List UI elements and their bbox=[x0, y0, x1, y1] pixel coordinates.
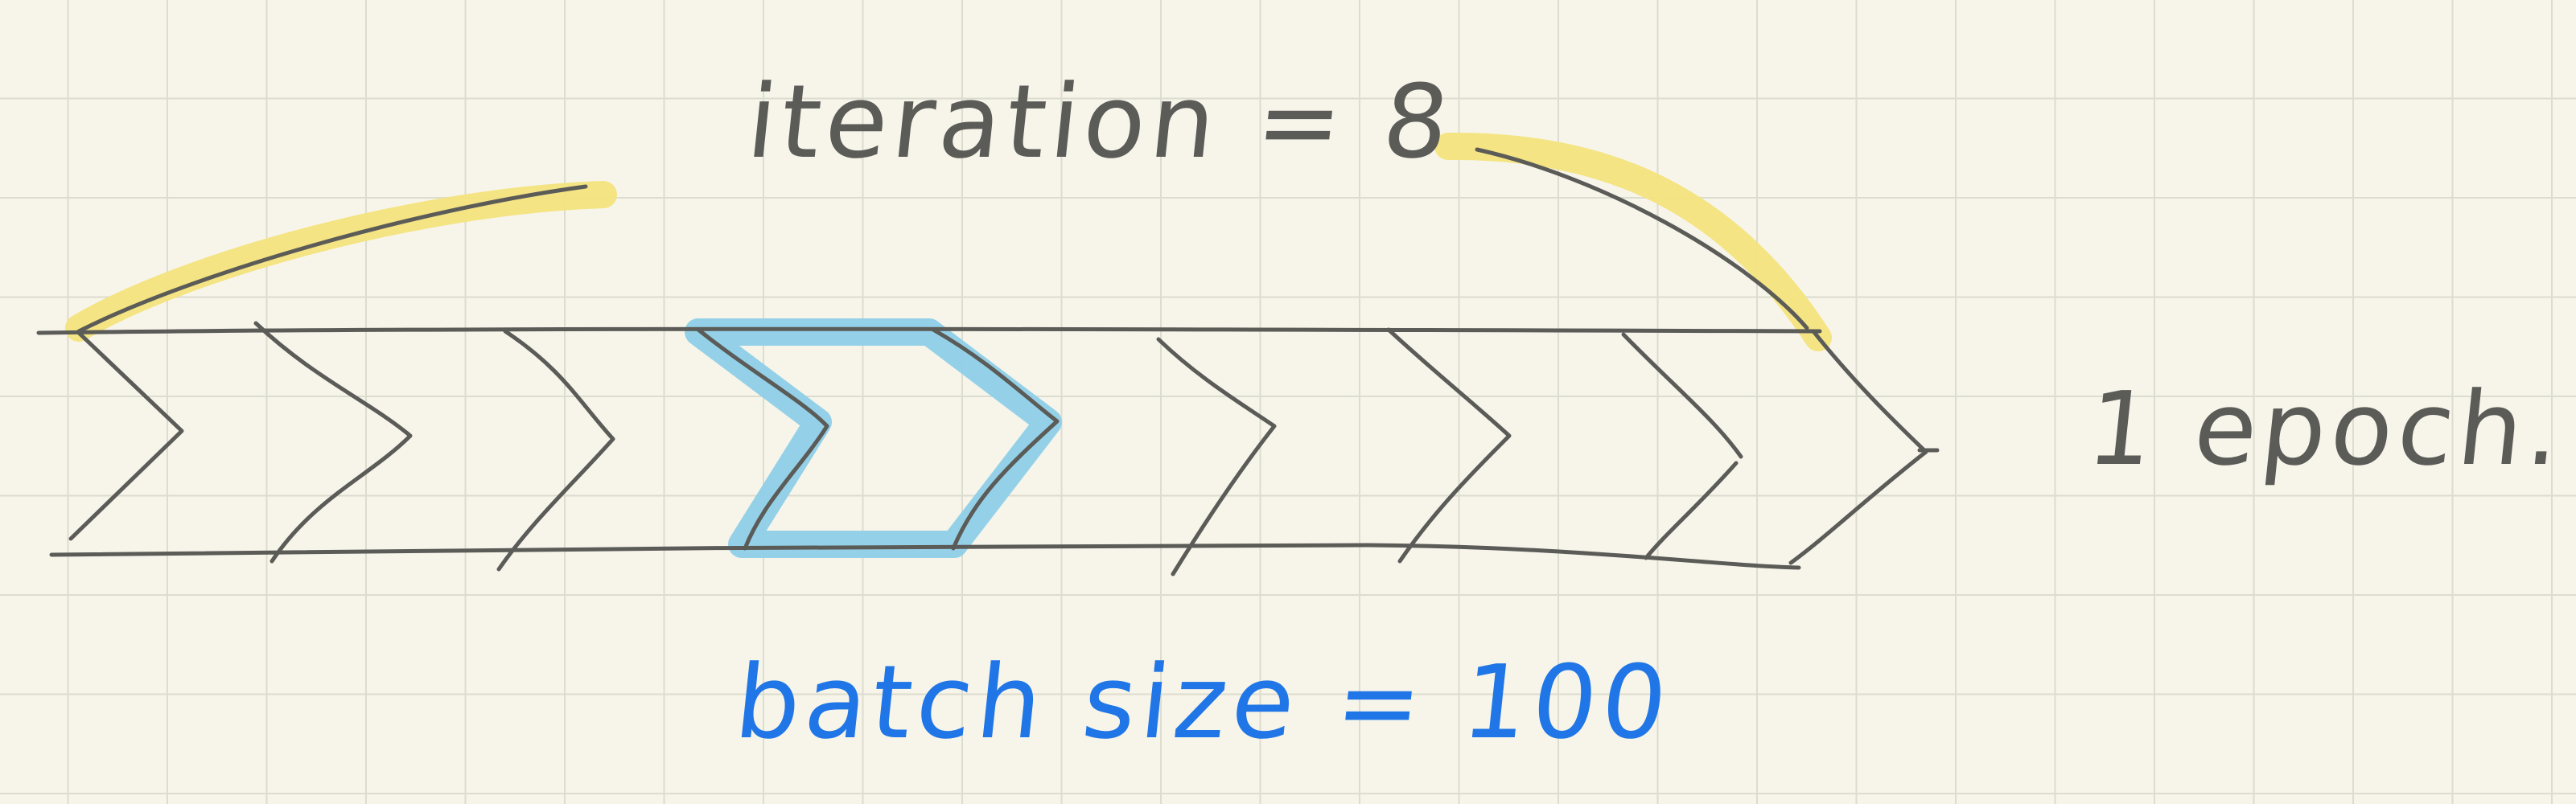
chevron-6 bbox=[1156, 337, 1277, 576]
chevron-1 bbox=[68, 330, 184, 541]
left-iteration-bracket bbox=[76, 184, 588, 334]
right-yellow-highlight bbox=[1434, 132, 1832, 351]
epoch-label: 1 epoch. bbox=[2082, 370, 2571, 488]
iteration-label: iteration = 8 bbox=[742, 63, 1459, 181]
batch-size-label: batch size = 100 bbox=[730, 643, 1677, 761]
highlighted-batch-fill bbox=[685, 318, 1062, 558]
chevron-5-highlighted bbox=[931, 327, 1060, 551]
chevron-8 bbox=[1621, 332, 1743, 560]
chevron-9-end bbox=[1788, 329, 1928, 565]
right-iteration-bracket bbox=[1475, 147, 1809, 330]
chevron-7 bbox=[1386, 327, 1512, 564]
bottom-band-line bbox=[49, 543, 1801, 570]
left-yellow-highlight bbox=[65, 181, 617, 342]
chevron-2 bbox=[253, 321, 413, 564]
chevron-3 bbox=[496, 329, 615, 572]
chevron-4-highlighted bbox=[696, 327, 829, 551]
